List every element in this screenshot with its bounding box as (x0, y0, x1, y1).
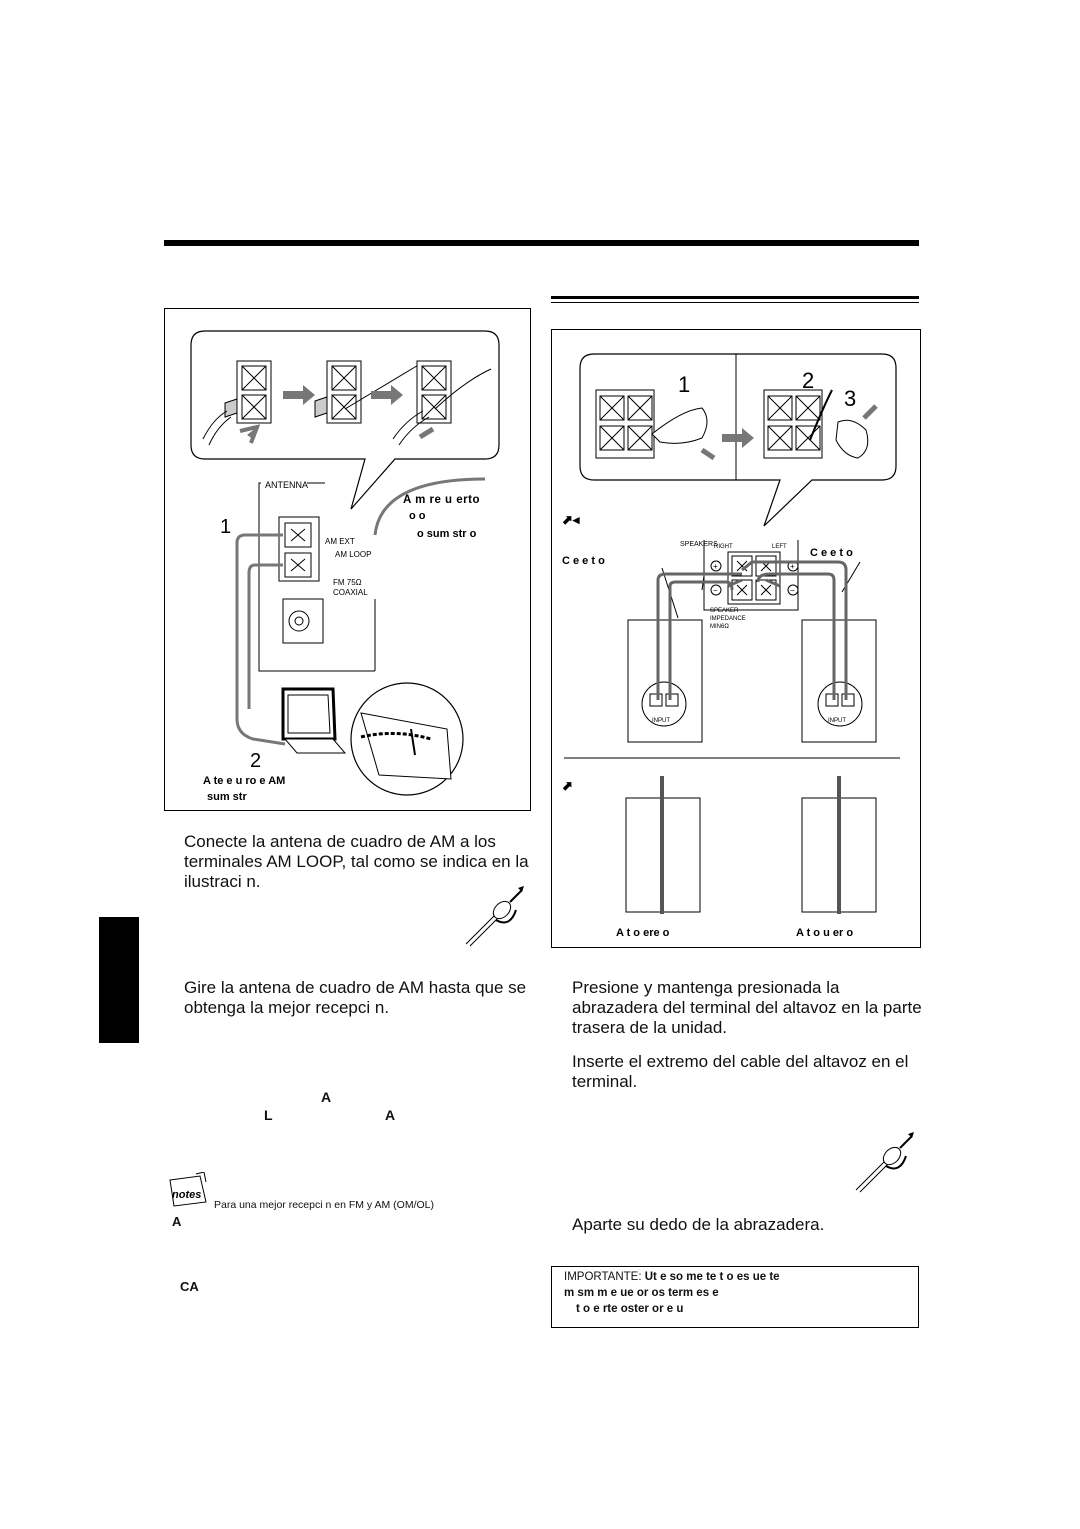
important-line2: m sm m e ue or os term es e (564, 1287, 719, 1299)
svg-text:+: + (790, 562, 795, 571)
top-rule (164, 240, 919, 246)
speaker-connection-diagram: 1 2 3 ⬈◂ SPEAKERS RIGHT LEFT + − + − SPE… (562, 353, 900, 939)
svg-text:−: − (790, 586, 795, 595)
section-rule-thick (551, 296, 919, 299)
left-fragment-a1: A (321, 1089, 332, 1105)
left-speaker-caption: A t o u er o (796, 927, 853, 939)
callout-line2: o o (409, 510, 426, 522)
left-paragraph-1: Conecte la antena de cuadro de AM a los … (184, 832, 529, 891)
turn-connector-icon (465, 886, 524, 947)
am-antenna-diagram: ANTENNA AM EXT AM LOOP FM 75Ω COAXIAL 2 … (190, 330, 500, 803)
left-label: LEFT (772, 544, 787, 550)
left-paragraph-2: Gire la antena de cuadro de AM hasta que… (184, 978, 527, 1017)
right-label: RIGHT (714, 544, 733, 550)
right-step2-number: 2 (802, 368, 814, 393)
cable-label-left: C e e t o (562, 555, 605, 567)
am-antenna-diagram-panel: ANTENNA AM EXT AM LOOP FM 75Ω COAXIAL 2 … (164, 308, 531, 811)
step1-number: 1 (220, 516, 231, 538)
important-line3: t o e rte oster or e u (576, 1303, 684, 1315)
loop-antenna-caption-line2: sum str (207, 791, 247, 803)
cable-label-right: C e e t o (810, 547, 853, 559)
step2-number: 2 (250, 750, 261, 772)
speaker-connection-diagram-panel: 1 2 3 ⬈◂ SPEAKERS RIGHT LEFT + − + − SPE… (551, 329, 921, 948)
section-rule-thin (551, 302, 919, 303)
cable-route-arrow-icon: ⬈◂ (562, 512, 580, 527)
cable-detail-arrow-icon: ⬈ (562, 778, 573, 793)
right-paragraph-3: Aparte su dedo de la abrazadera. (572, 1215, 825, 1234)
left-fragment-a2: A (385, 1107, 396, 1123)
callout-line3: o sum str o (417, 528, 477, 540)
speaker-impedance-line1: SPEAKER (710, 608, 739, 614)
right-step3-number: 3 (844, 386, 856, 411)
language-side-tab (99, 917, 139, 1043)
input-label-left: INPUT (828, 718, 846, 724)
notes-icon: notes (169, 1172, 207, 1207)
right-step1-number: 1 (678, 372, 690, 397)
notes-fragment-a: A (172, 1214, 182, 1229)
terminal-clip-stage-2 (314, 360, 426, 424)
left-fragment-l: L (264, 1107, 273, 1123)
antenna-label: ANTENNA (265, 480, 308, 490)
notes-icon-text: notes (172, 1189, 201, 1201)
input-label-right: INPUT (652, 718, 670, 724)
insert-cable-icon (855, 1132, 914, 1193)
speaker-impedance-line3: MIN6Ω (710, 624, 729, 630)
terminal-clip-stage-1 (202, 360, 272, 446)
am-loop-label: AM LOOP (335, 550, 371, 559)
callout-line1: A m re u erto (403, 494, 480, 506)
right-paragraph-2: Inserte el extremo del cable del altavoz… (572, 1052, 909, 1091)
important-line1: Ut e so me te t o es ue te (644, 1271, 780, 1283)
notes-text: Para una mejor recepci n en FM y AM (OM/… (214, 1199, 434, 1211)
svg-text:−: − (713, 586, 718, 595)
important-notice-box: IMPORTANTE: Ut e so me te t o es ue te m… (551, 1266, 919, 1328)
fm75-label: FM 75Ω (333, 578, 362, 587)
right-paragraph-1: Presione y mantenga presionada la abraza… (572, 978, 922, 1037)
ca-fragment: CA (180, 1279, 199, 1294)
svg-text:+: + (713, 562, 718, 571)
am-ext-label: AM EXT (325, 537, 355, 546)
important-label: IMPORTANTE: (564, 1271, 642, 1283)
speakers-label: SPEAKERS (680, 541, 718, 548)
terminal-clip-stage-3 (392, 360, 492, 446)
spring-terminal-stage-1 (595, 389, 708, 459)
speaker-impedance-line2: IMPEDANCE (710, 616, 746, 622)
right-speaker-caption: A t o ere o (616, 927, 670, 939)
coaxial-label: COAXIAL (333, 588, 368, 597)
spring-terminal-stage-2 (763, 389, 869, 459)
loop-antenna-caption-line1: A te e u ro e AM (203, 775, 285, 787)
